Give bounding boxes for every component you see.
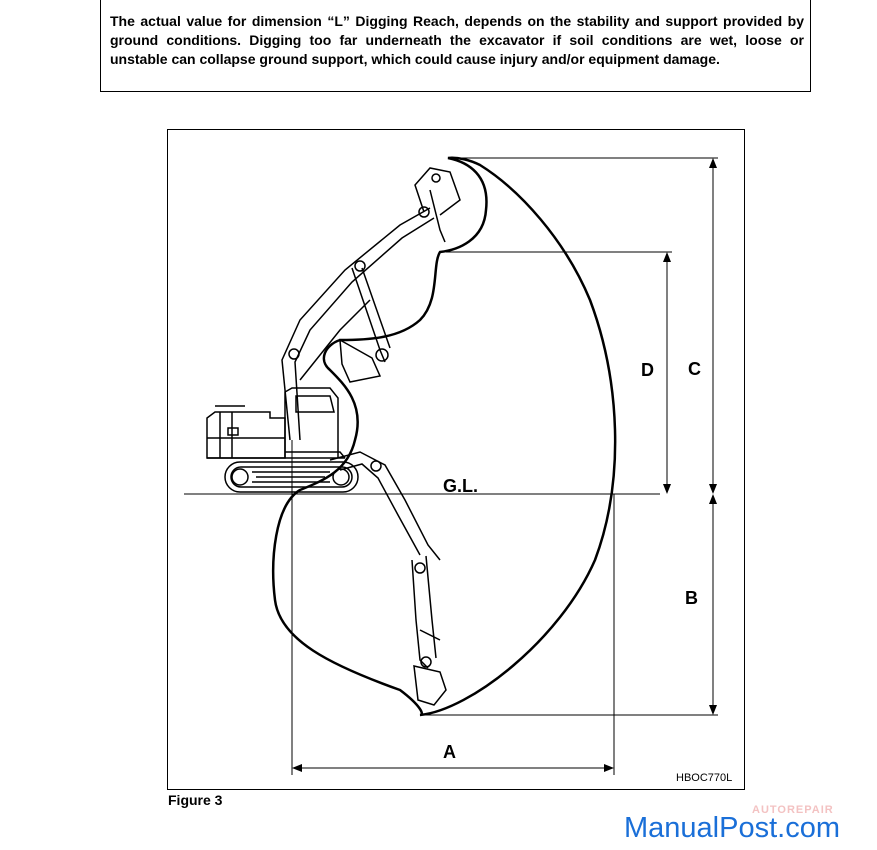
excavator-upper-structure [206, 387, 346, 459]
dim-a-arrow-left [292, 764, 302, 772]
excavator-lowered-boom [329, 451, 447, 706]
figure-caption: Figure 3 [168, 792, 223, 808]
dim-c-arrow-bottom [709, 484, 717, 494]
warning-note-box [100, 0, 811, 92]
dimension-a-label: A [443, 742, 456, 762]
dim-d-arrow-top [663, 252, 671, 262]
digging-envelope [272, 156, 617, 717]
dimension-b-label: B [685, 588, 698, 608]
dim-a-arrow-right [604, 764, 614, 772]
warning-note-text: The actual value for dimension “L” Diggi… [110, 13, 804, 67]
excavator-track [224, 461, 359, 493]
watermark-small: AUTOREPAIR [752, 804, 834, 816]
dim-b-arrow-top [709, 494, 717, 504]
dim-b-arrow-bottom [709, 705, 717, 715]
figure-frame [167, 129, 745, 790]
dim-c-arrow-top [709, 158, 717, 168]
dimension-c-label: C [688, 359, 701, 379]
ground-line-label: G.L. [443, 476, 478, 496]
figure-code: HBOC770L [676, 772, 733, 784]
watermark-link[interactable]: ManualPost.com [624, 812, 840, 844]
dim-d-arrow-bottom [663, 484, 671, 494]
excavator-raised-boom [281, 167, 461, 441]
dimension-d-label: D [641, 360, 654, 380]
